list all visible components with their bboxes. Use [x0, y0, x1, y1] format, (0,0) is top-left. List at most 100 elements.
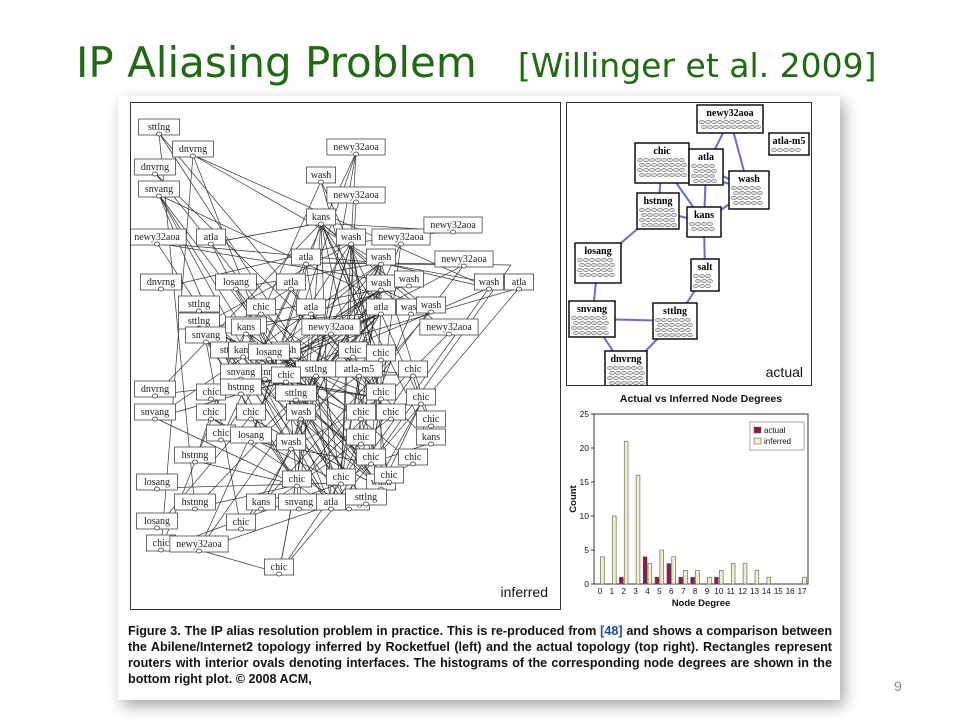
- interface-oval: [358, 416, 364, 422]
- router-label: sttlng: [188, 316, 210, 327]
- interface-oval: [601, 267, 607, 273]
- interface-oval: [737, 124, 743, 130]
- interface-oval: [589, 325, 595, 331]
- interface-oval: [639, 380, 645, 385]
- inferred-link: [285, 287, 520, 357]
- inferred-link: [156, 482, 342, 489]
- router-node: sttlng: [138, 118, 180, 137]
- router-label: snvang: [141, 407, 169, 418]
- legend-swatch: [753, 437, 762, 445]
- router-node: snvang: [278, 493, 320, 512]
- interface-oval: [619, 375, 625, 381]
- interface-oval: [446, 331, 452, 337]
- actual-router-label: wash: [738, 174, 760, 185]
- interface-oval: [649, 157, 655, 163]
- interface-oval: [571, 315, 577, 321]
- actual-router: kans: [686, 206, 722, 238]
- interface-oval: [669, 322, 675, 328]
- interface-oval: [408, 311, 414, 317]
- interface-oval: [741, 119, 747, 125]
- bar-inferred: [683, 570, 688, 585]
- router-label: hstnng: [252, 367, 279, 378]
- interface-oval: [585, 330, 591, 336]
- router-node: chic: [397, 448, 428, 467]
- router-label: chic: [153, 538, 170, 549]
- router-node: chic: [345, 428, 376, 447]
- x-tick-label: 15: [774, 587, 783, 596]
- router-node: atla: [275, 273, 306, 292]
- router-node: wash: [415, 296, 446, 315]
- interface-oval: [667, 167, 673, 173]
- interface-oval: [353, 151, 359, 157]
- interface-oval: [679, 327, 685, 333]
- legend-swatch: [753, 426, 762, 434]
- router-label: sttlng: [355, 492, 377, 503]
- bar-inferred: [802, 576, 807, 585]
- router-node: kans: [246, 493, 277, 512]
- router-label: chic: [405, 452, 422, 463]
- interface-oval: [743, 124, 749, 130]
- interface-oval: [665, 212, 671, 218]
- interface-oval: [661, 317, 667, 323]
- router-label: atla: [284, 277, 299, 288]
- router-label: chic: [289, 474, 306, 485]
- router-node: chic: [206, 424, 237, 443]
- router-node: wash: [365, 248, 396, 267]
- interface-oval: [607, 267, 613, 273]
- router-label: newy32aoa: [176, 539, 222, 550]
- interface-oval: [428, 309, 434, 315]
- interface-oval: [659, 212, 665, 218]
- inferred-link: [158, 194, 247, 334]
- interface-oval: [368, 461, 374, 467]
- bar-inferred: [719, 570, 724, 585]
- interface-oval: [651, 217, 657, 223]
- actual-router-label: atla: [698, 152, 714, 163]
- interface-oval: [709, 163, 715, 169]
- interface-oval: [258, 311, 264, 317]
- router-label: chic: [271, 562, 288, 573]
- interface-oval: [579, 262, 585, 268]
- interface-oval: [328, 331, 334, 337]
- interface-oval: [595, 267, 601, 273]
- y-tick-label: 20: [580, 443, 590, 453]
- router-node: snvang: [138, 180, 180, 199]
- interface-oval: [262, 376, 268, 382]
- interface-oval: [585, 320, 591, 326]
- router-label: losang: [238, 430, 264, 441]
- interface-oval: [585, 272, 591, 278]
- router-node: dnvrng: [140, 273, 182, 292]
- router-label: chic: [383, 407, 400, 418]
- interface-oval: [583, 325, 589, 331]
- router-label: sttlng: [305, 364, 327, 375]
- interface-oval: [675, 322, 681, 328]
- x-axis-label: Node Degree: [672, 598, 731, 609]
- interface-oval: [679, 157, 685, 163]
- inferred-link: [260, 262, 382, 509]
- interface-oval: [663, 207, 669, 213]
- router-label: dnvrng: [147, 277, 175, 288]
- interface-oval: [729, 119, 735, 125]
- router-node: sttlng: [295, 360, 337, 379]
- interface-oval: [208, 241, 214, 247]
- interface-oval: [687, 332, 693, 338]
- interface-oval: [687, 322, 693, 328]
- interface-oval: [647, 212, 653, 218]
- interface-oval: [591, 320, 597, 326]
- interface-oval: [691, 173, 697, 179]
- title-citation: [Willinger et al. 2009]: [517, 46, 877, 85]
- interface-oval: [789, 147, 795, 153]
- bar-inferred: [612, 515, 617, 585]
- interface-oval: [695, 278, 701, 284]
- interface-oval: [701, 278, 707, 284]
- interface-oval: [649, 167, 655, 173]
- y-tick-label: 25: [580, 409, 590, 419]
- interface-oval: [577, 315, 583, 321]
- router-node: chic: [405, 388, 436, 407]
- router-node: chic: [345, 403, 376, 422]
- interface-oval: [196, 548, 202, 554]
- interface-oval: [203, 339, 209, 345]
- router-label: chic: [203, 407, 220, 418]
